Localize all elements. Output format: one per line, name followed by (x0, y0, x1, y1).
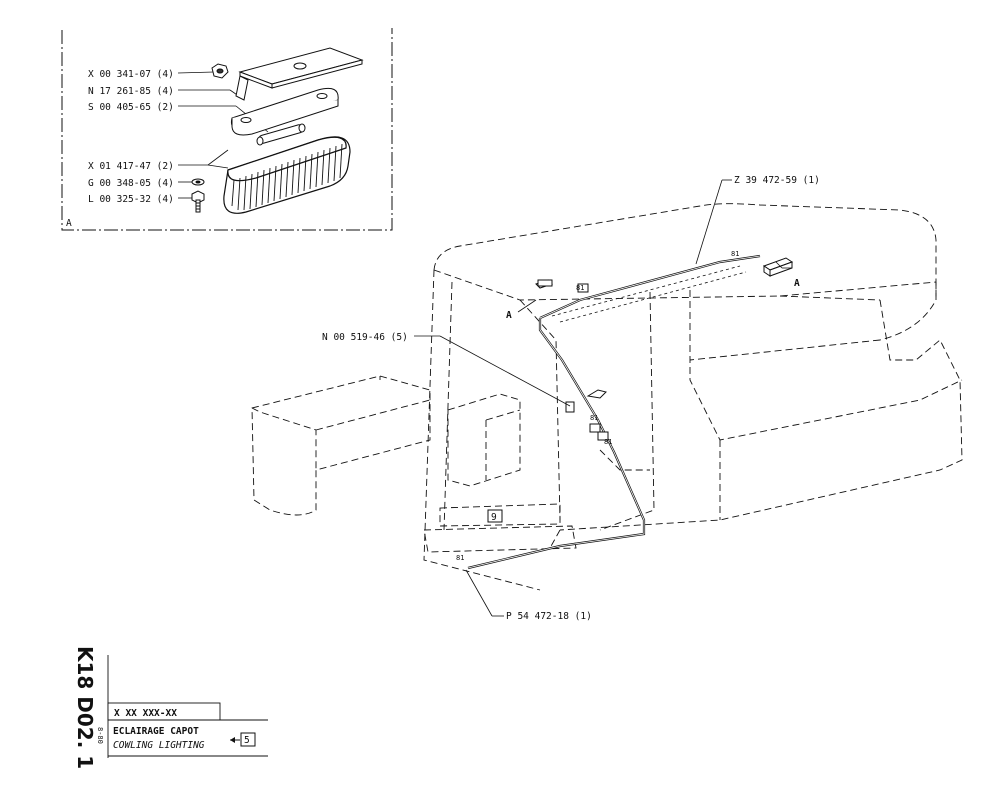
connector-icon (565, 283, 609, 441)
seat-box: 9 (487, 509, 503, 523)
detail-box-a: A X 00 341-07 (4) N 17 261-85 (4) S 00 4… (61, 28, 393, 231)
bulb-icon (256, 123, 306, 146)
lens-ribs (231, 143, 343, 211)
part-number-mask: X XX XXX-XX (114, 708, 177, 719)
part-label-4: X 01 417-47 (2) (88, 161, 174, 172)
title-fr: ECLAIRAGE CAPOT (113, 726, 199, 737)
lamp-base (230, 87, 339, 136)
wire-code-3: 81 (590, 414, 598, 422)
seat-number: 9 (491, 512, 497, 523)
detail-box-marker: A (66, 218, 72, 229)
callout-connector: N 00 519-46 (5) (322, 332, 408, 343)
part-label-1: X 00 341-07 (4) (88, 69, 174, 80)
wire-code-4: 81 (604, 438, 612, 446)
ref-box: 5 (244, 735, 250, 746)
main-leaders (414, 179, 792, 617)
wire-code-1: 81 (576, 284, 584, 292)
detail-marker-left: A (506, 310, 512, 321)
arrow-icon (230, 737, 235, 743)
part-label-2: N 17 261-85 (4) (88, 86, 174, 97)
screw-icon (191, 190, 205, 213)
mounting-bracket (235, 47, 364, 101)
part-label-3: S 00 405-65 (2) (88, 102, 174, 113)
drawing-number: K18 D02. 1 (73, 646, 97, 769)
drawing-date: 8-80 (96, 727, 104, 744)
callout-cable-bottom: P 54 472-18 (1) (506, 611, 592, 622)
callout-cable-top: Z 39 472-59 (1) (734, 175, 820, 186)
cowling-lamp-right (762, 257, 794, 277)
cowling-lamp-left (535, 279, 553, 289)
title-block: K18 D02. 1 8-80 X XX XXX-XX ECLAIRAGE CA… (73, 646, 268, 769)
washer-icon (191, 178, 205, 186)
wire-code-5: 81 (456, 554, 464, 562)
lamp-lens (223, 136, 351, 214)
title-en: COWLING LIGHTING (113, 740, 205, 751)
part-label-5: G 00 348-05 (4) (88, 178, 174, 189)
detail-marker-right: A (794, 278, 800, 289)
cable-dashes (551, 265, 747, 323)
wire-codes: 81 81 81 81 81 (456, 250, 739, 562)
nut-icon (211, 63, 229, 79)
part-label-6: L 00 325-32 (4) (88, 194, 174, 205)
wire-code-2: 81 (731, 250, 739, 258)
machine-outline (251, 203, 963, 591)
cable-harness-inner (467, 255, 761, 569)
